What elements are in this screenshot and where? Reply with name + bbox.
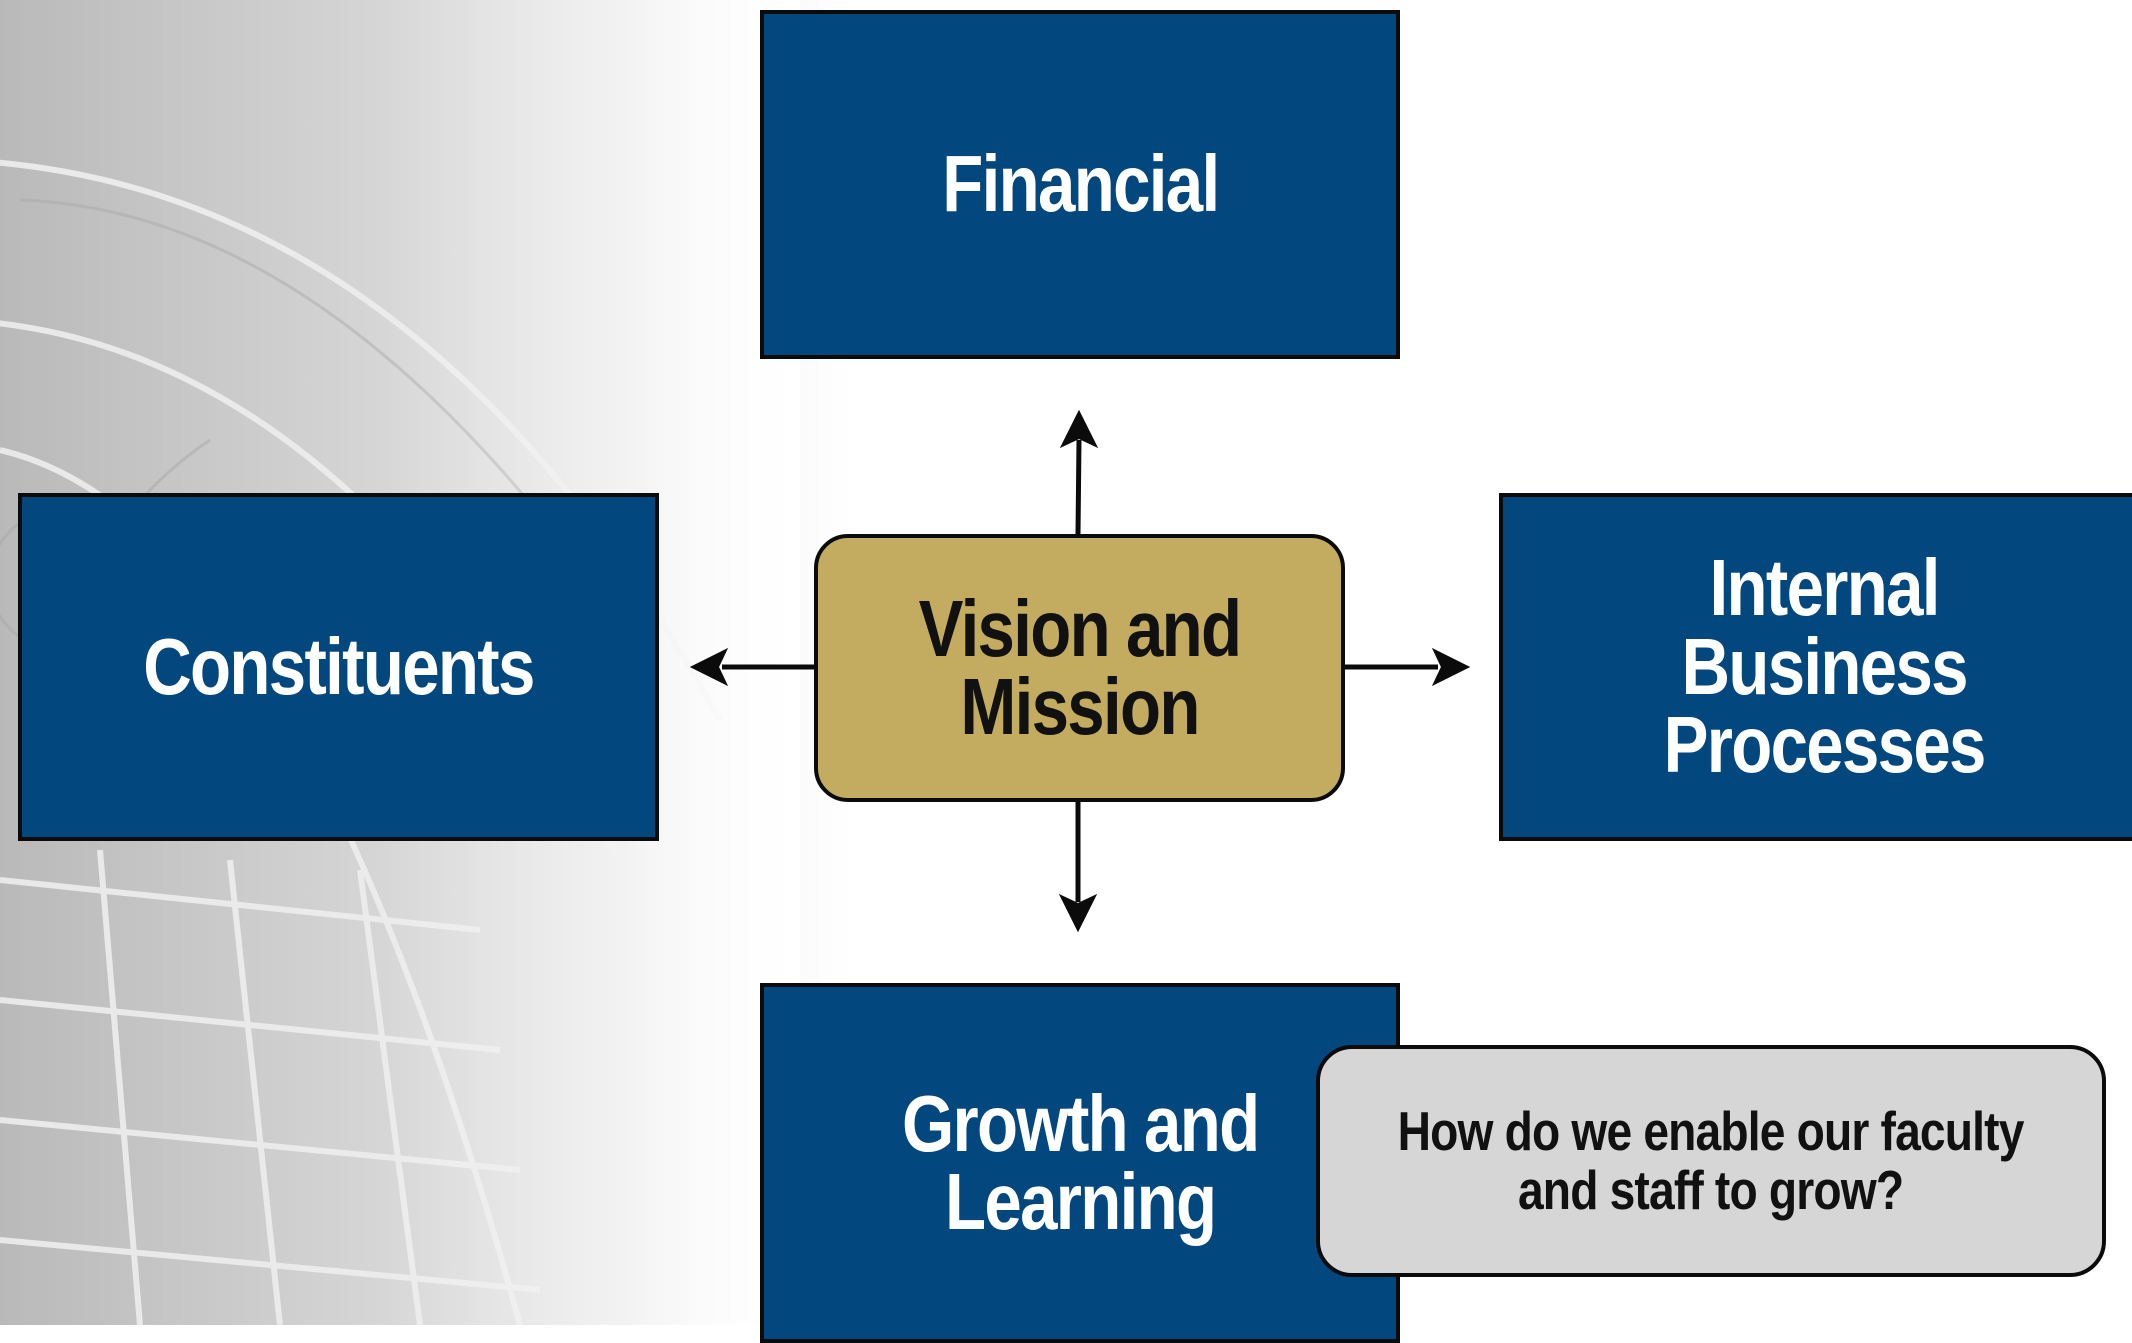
constituents-box: Constituents xyxy=(18,493,659,841)
internal-business-processes-box: Internal Business Processes xyxy=(1499,493,2132,841)
arrow-right-icon xyxy=(1345,647,1471,687)
financial-box: Financial xyxy=(760,10,1400,359)
vision-and-mission-box: Vision and Mission xyxy=(814,534,1345,802)
financial-label: Financial xyxy=(941,139,1220,229)
internal-business-processes-label: Internal Business Processes xyxy=(1663,543,1986,790)
arrow-down-icon xyxy=(1058,802,1098,933)
growth-and-learning-label: Growth and Learning xyxy=(901,1078,1260,1246)
arrow-up-icon xyxy=(1059,409,1099,535)
constituents-label: Constituents xyxy=(143,621,535,711)
growth-and-learning-box: Growth and Learning xyxy=(760,983,1400,1343)
vision-and-mission-label: Vision and Mission xyxy=(918,583,1242,751)
arrow-left-icon xyxy=(689,647,814,687)
callout-question-box: How do we enable our faculty and staff t… xyxy=(1316,1045,2106,1277)
callout-question-text: How do we enable our faculty and staff t… xyxy=(1398,1099,2025,1221)
